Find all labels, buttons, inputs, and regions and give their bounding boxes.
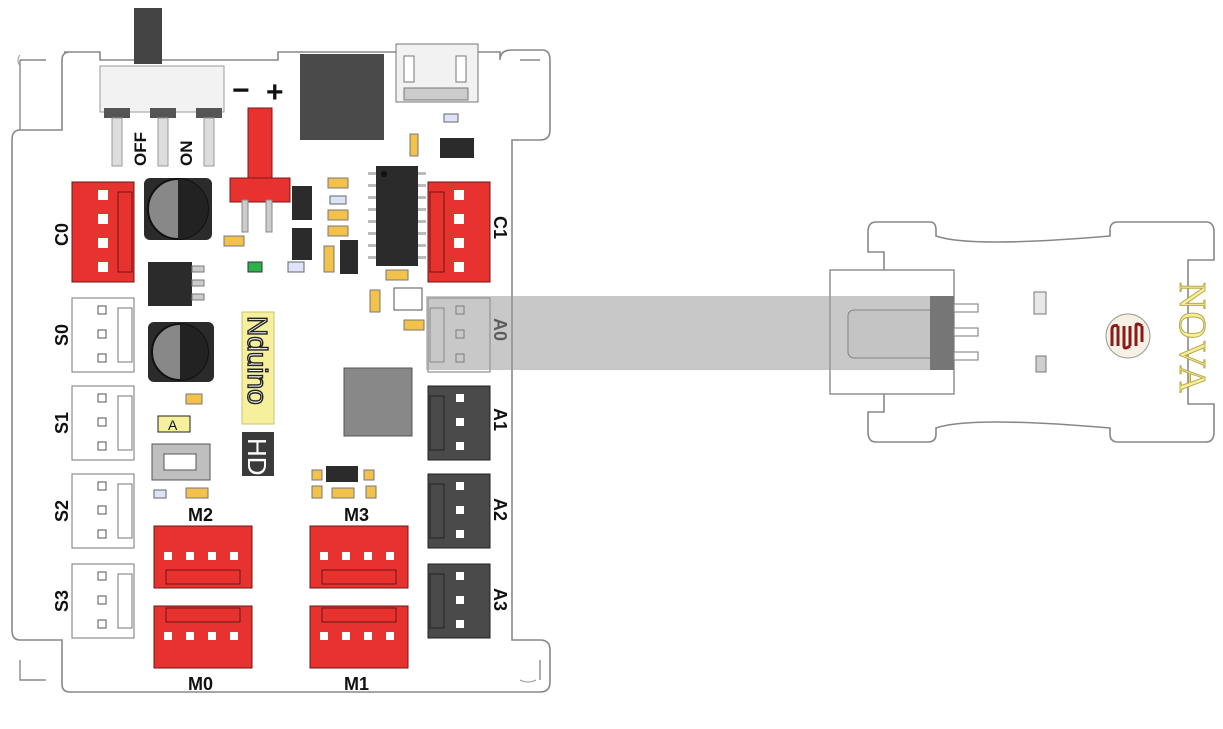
sensor-brand-text: NOVA: [1171, 282, 1213, 395]
crystal: [340, 240, 358, 274]
port-c0-label: C0: [52, 223, 72, 246]
sensor-smd-part: [1036, 356, 1046, 372]
resistor: [404, 320, 424, 330]
minus-label: −: [232, 74, 250, 107]
plus-label: +: [266, 76, 284, 109]
resistor: [366, 486, 376, 498]
resistor: [224, 236, 244, 246]
regulator-chip: [148, 262, 204, 306]
sensor-cable[interactable]: [426, 296, 954, 370]
resistor: [370, 290, 380, 312]
port-m2-label: M2: [188, 505, 213, 525]
ic-pad: [344, 368, 412, 436]
diode: [440, 138, 474, 158]
brand-badge: Nduino HD: [242, 312, 274, 476]
micro-usb-port[interactable]: [396, 44, 478, 102]
dc-jack[interactable]: [300, 54, 384, 140]
switch-on-label: ON: [177, 141, 196, 167]
diode: [292, 228, 312, 260]
resistor: [186, 394, 202, 404]
smd-part: [330, 196, 346, 204]
indicator-a: A: [158, 416, 190, 433]
capacitor-bottom: [148, 322, 214, 382]
sensor-resistor: [1034, 292, 1046, 314]
port-s3-label: S3: [52, 590, 72, 612]
resistor: [328, 210, 348, 220]
led-green: [248, 262, 262, 272]
diode: [292, 186, 312, 220]
resistor: [410, 134, 418, 156]
port-a2-label: A2: [490, 498, 510, 521]
smd-part: [154, 490, 166, 498]
port-a1-label: A1: [490, 408, 510, 431]
resistor: [312, 486, 322, 498]
port-m1-label: M1: [344, 674, 369, 694]
resistor: [332, 488, 354, 498]
resistor: [364, 470, 374, 480]
brand-suffix-text: HD: [242, 438, 272, 476]
port-s1-label: S1: [52, 412, 72, 434]
port-m0-label: M0: [188, 674, 213, 694]
indicator-a-label: A: [168, 417, 178, 433]
port-c1-label: C1: [490, 216, 510, 239]
switch-off-label: OFF: [131, 132, 150, 166]
photoresistor-icon: [1106, 314, 1150, 358]
port-s0-label: S0: [52, 324, 72, 346]
smd-part: [394, 288, 422, 310]
resistor: [328, 178, 348, 188]
capacitor-top: [144, 178, 212, 240]
resistor: [186, 488, 208, 498]
smd-part: [444, 114, 458, 122]
resistor: [386, 270, 408, 280]
crystal: [326, 466, 358, 482]
smd-part: [288, 262, 304, 272]
power-switch[interactable]: OFF ON: [100, 8, 224, 166]
reset-button[interactable]: [152, 444, 210, 480]
resistor: [324, 246, 334, 272]
resistor: [328, 226, 348, 236]
port-a3-label: A3: [490, 588, 510, 611]
brand-text: Nduino: [242, 316, 273, 405]
resistor: [312, 470, 322, 480]
port-s2-label: S2: [52, 500, 72, 522]
microcontroller-chip: [368, 166, 426, 266]
port-m3-label: M3: [344, 505, 369, 525]
